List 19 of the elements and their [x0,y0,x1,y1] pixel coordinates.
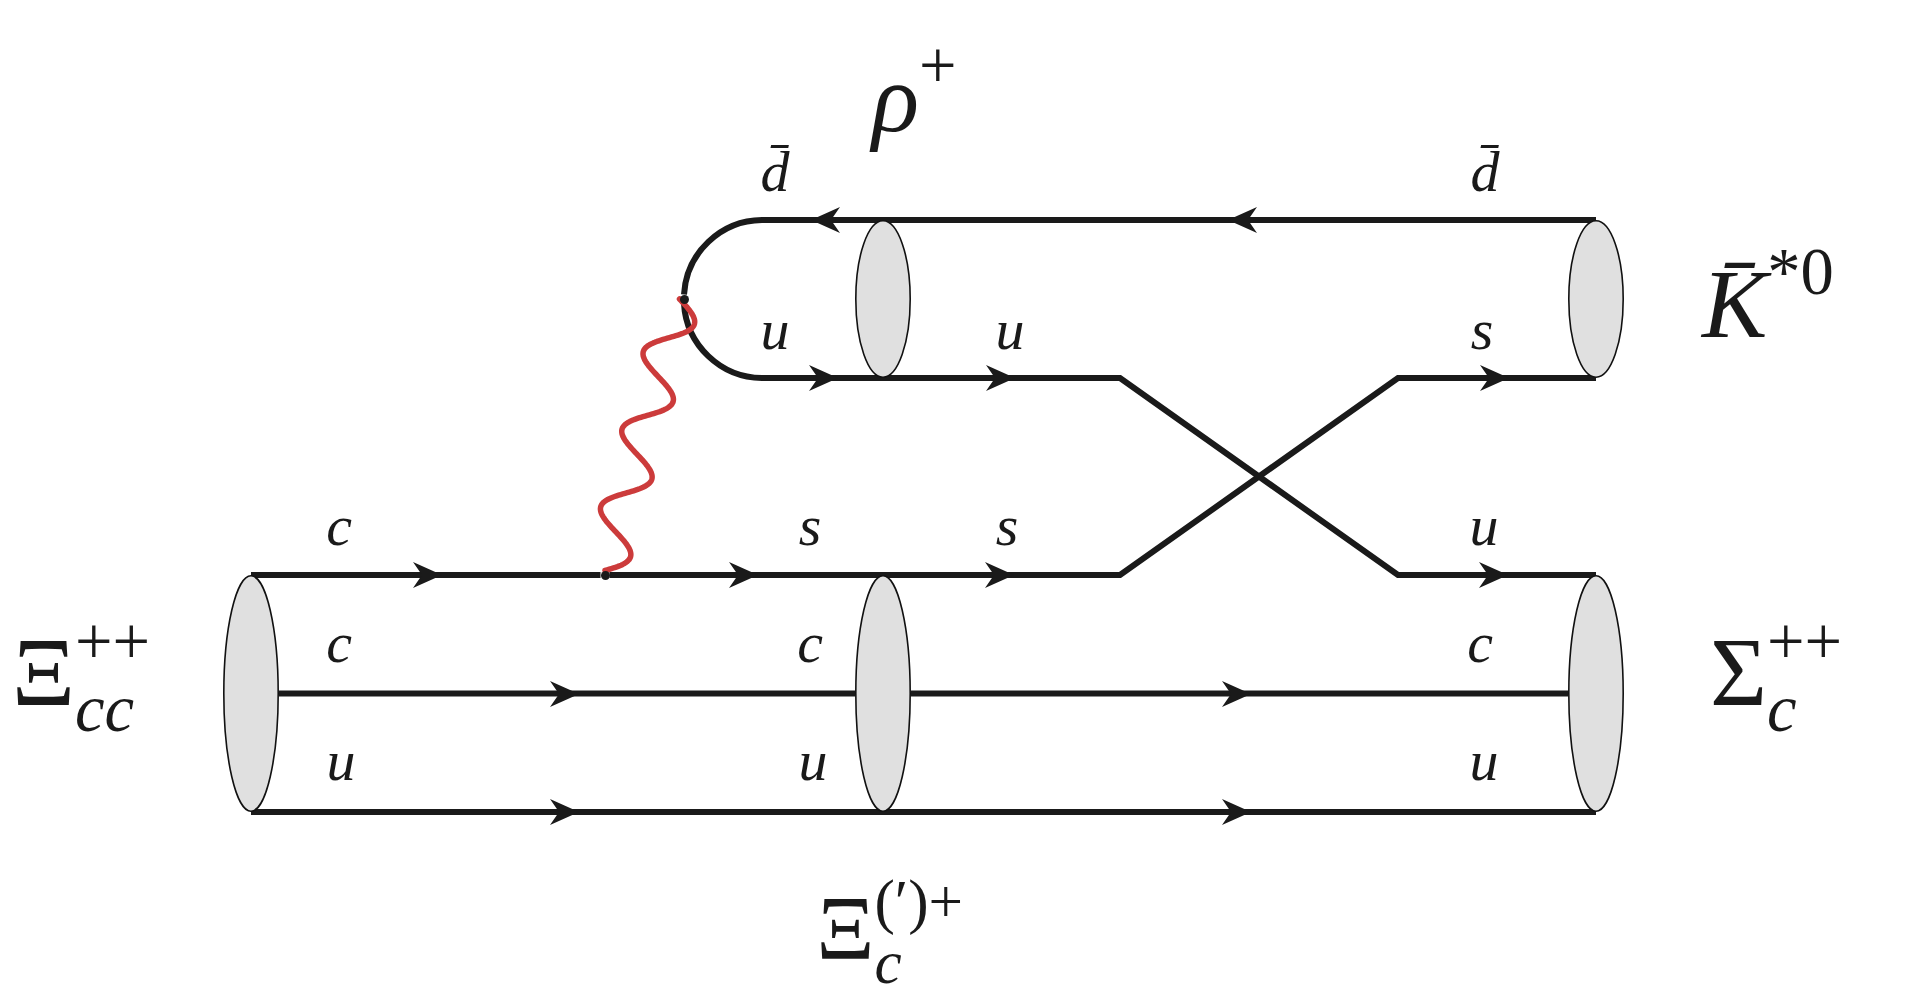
edge-label: u [325,727,357,795]
edge-label: u [759,296,791,364]
particle-label: ρ$^{+}$ [868,33,958,154]
vertex-dot [679,294,689,304]
edge-label: c [325,492,353,560]
edge-label: c [1466,609,1494,677]
edge-label: s [797,492,823,560]
line-label: u [797,727,829,795]
line-label: s [1469,296,1495,364]
edge-label: s [994,492,1020,560]
line-label: u [1468,492,1500,560]
edge-label: c [325,609,353,677]
edge-label: d̄ [1469,138,1501,206]
edge-label: u [1468,727,1500,795]
edge-label: d̄ [759,138,791,206]
vertex-dot [600,570,610,580]
edge-label: u [994,296,1026,364]
line-label: c [796,609,824,677]
particle-label: K̄$^{*0}$ [1700,239,1835,360]
